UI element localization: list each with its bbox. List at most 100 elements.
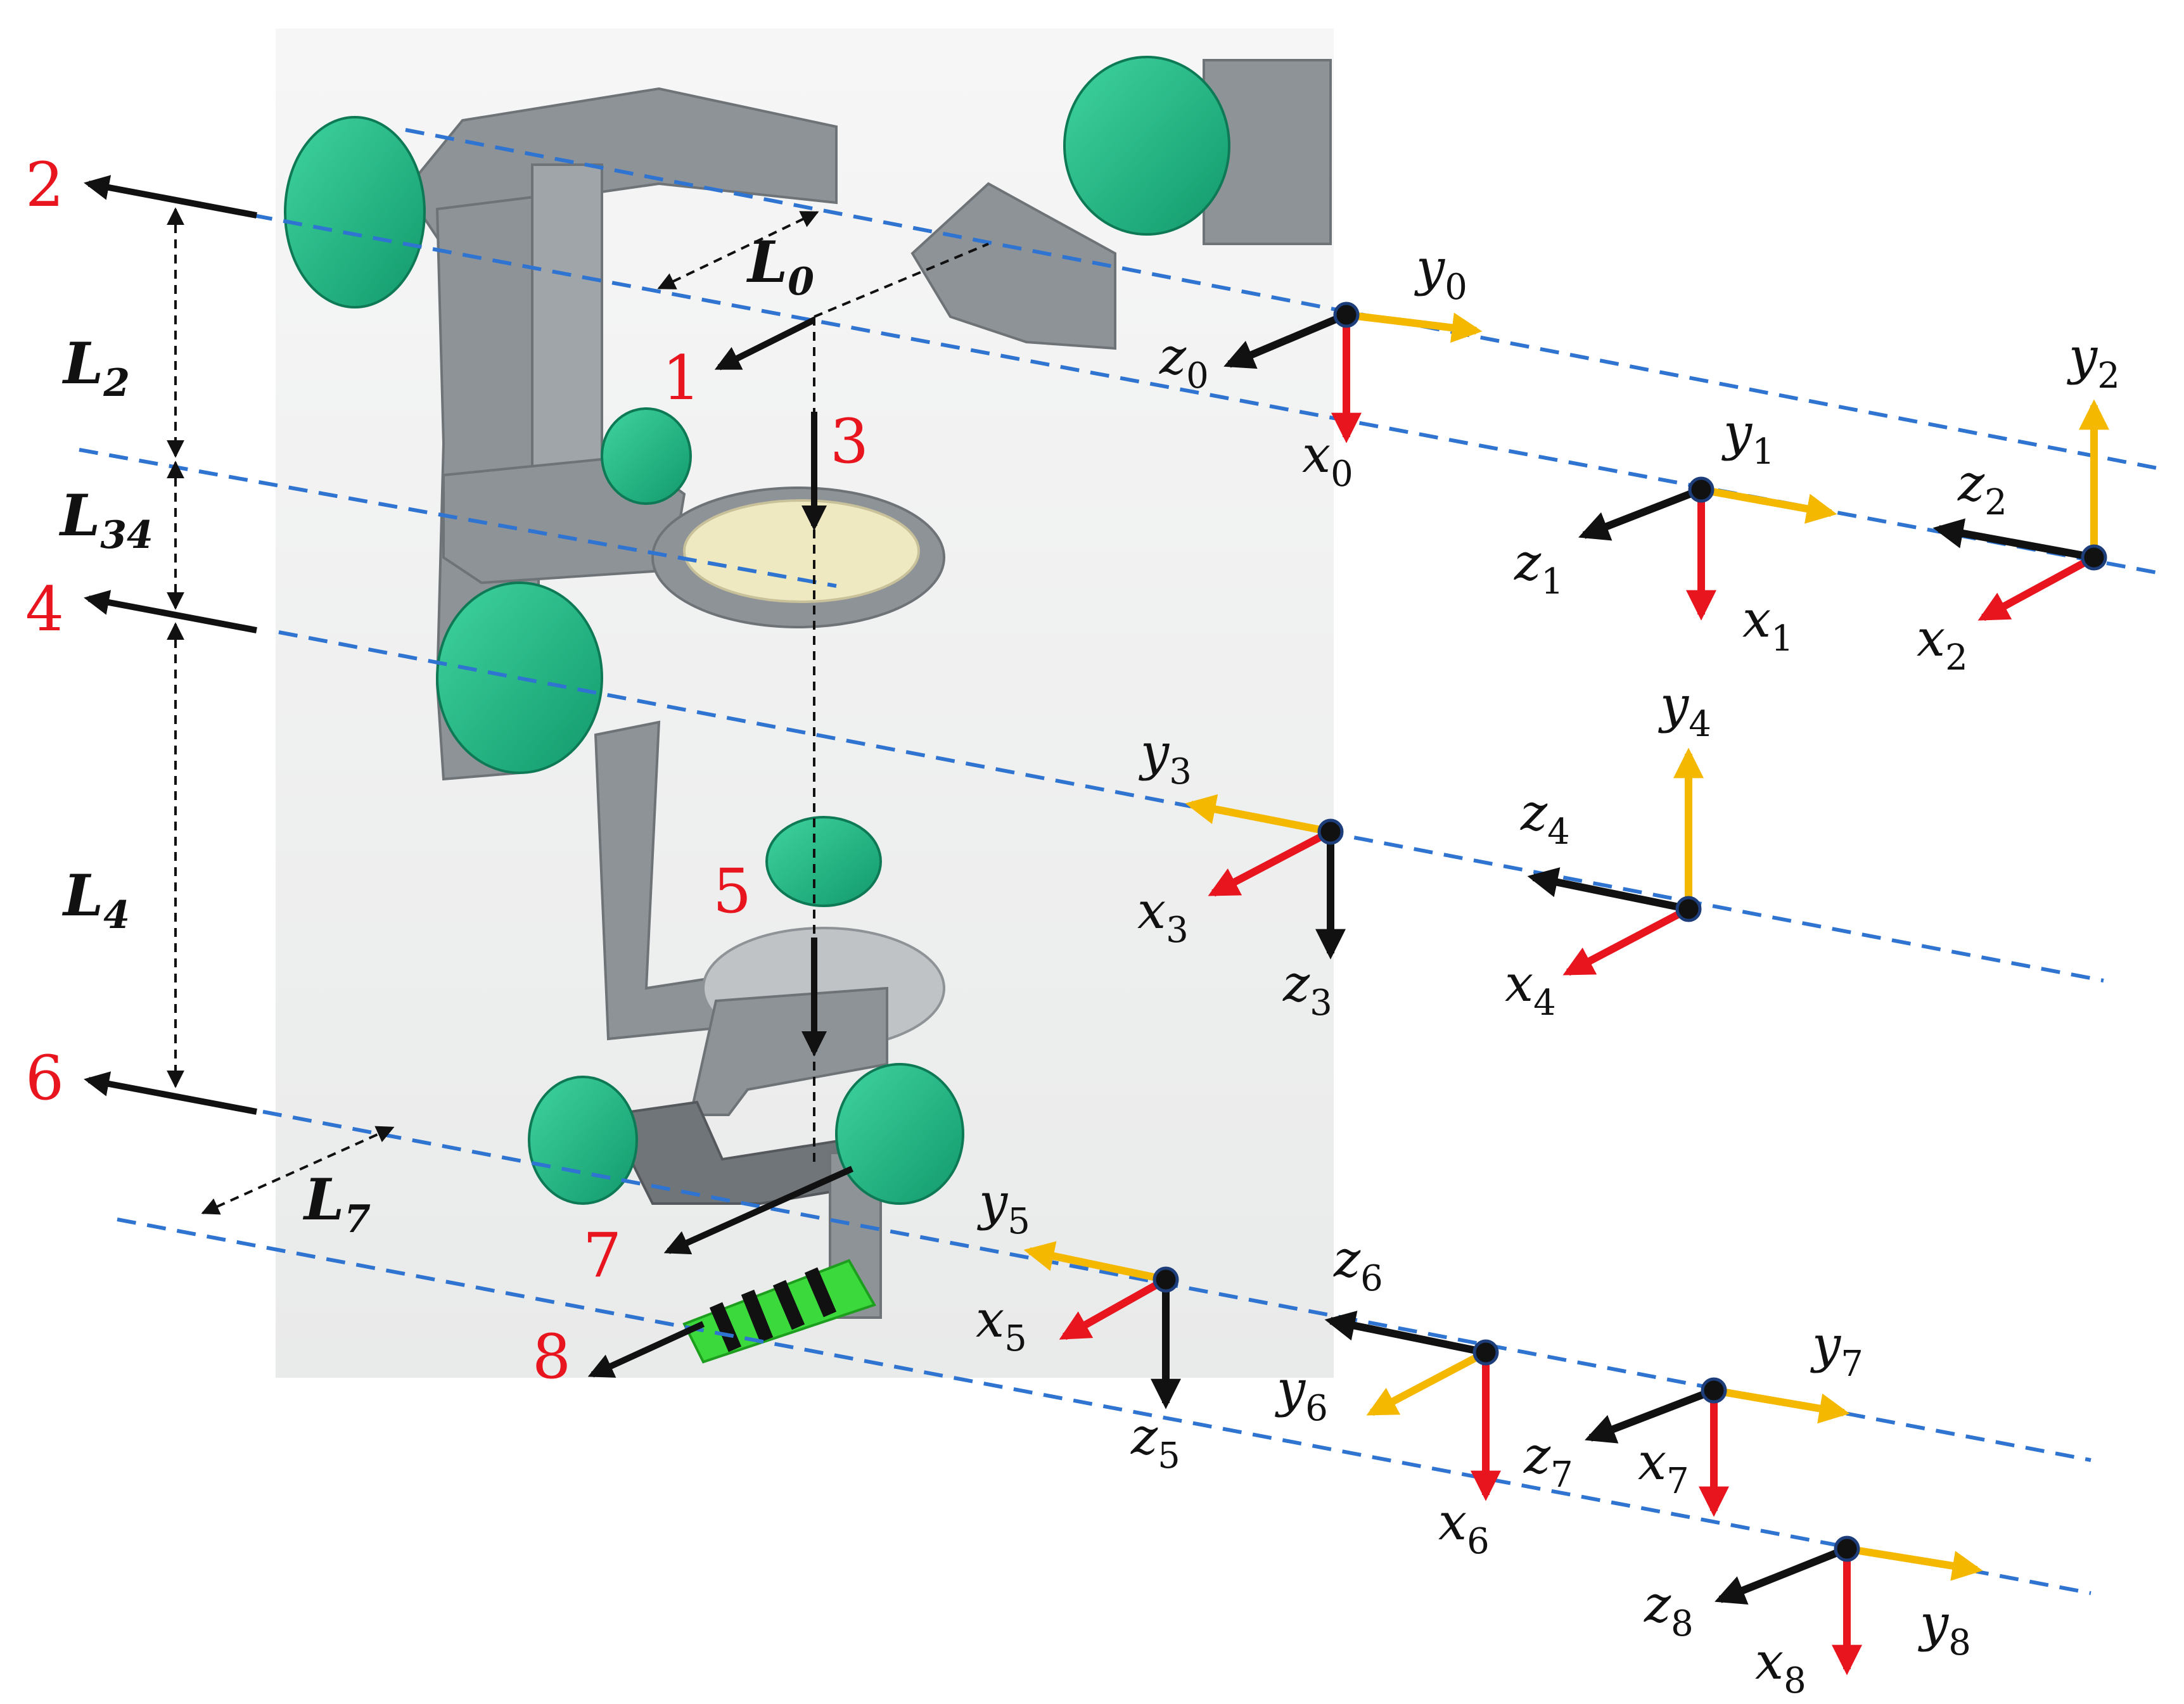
motor-joint-6 [528, 1076, 638, 1205]
frame-8-z-label: z8 [1644, 1575, 1694, 1644]
motor-joint-2 [284, 116, 426, 308]
frame-1-x-label: x1 [1742, 590, 1794, 659]
upper-arm-cuff-pad [683, 499, 920, 603]
frame-1: y1 z1 x1 [1514, 403, 1837, 659]
joint-number-2: 2 [25, 149, 64, 220]
dim-label-L34: L34 [58, 482, 153, 557]
joint-number-8: 8 [532, 1321, 571, 1392]
dim-L7-line [201, 1126, 395, 1215]
frame-2-x-label: x2 [1917, 609, 1968, 678]
dim-label-L4: L4 [61, 862, 130, 938]
joint-number-3: 3 [830, 406, 869, 477]
frame-7: y7 z7 x7 [1523, 1315, 1863, 1517]
frame-2-z-axis [1932, 518, 2095, 561]
grip-rings [709, 1267, 837, 1352]
frame-8-origin [1834, 1536, 1860, 1562]
joint-number-5: 5 [713, 856, 751, 927]
frame-0-z-axis [1223, 311, 1348, 369]
motor-joint-3 [601, 407, 692, 505]
frame-5-x-axis [1059, 1276, 1168, 1340]
frame-8-y-label: y8 [1918, 1594, 1971, 1663]
joint-number-1: 1 [662, 343, 701, 414]
frame-5-x-label: x5 [976, 1290, 1027, 1359]
frame-3-x-axis [1208, 828, 1332, 897]
frame-4-origin [1675, 896, 1702, 922]
frame-0-y-label: y0 [1414, 238, 1467, 308]
frame-0: y0 z0 x0 [1159, 238, 1483, 495]
frame-3-origin [1317, 818, 1344, 845]
frame-7-z-axis [1585, 1387, 1716, 1444]
frame-4-x-label: x4 [1505, 954, 1556, 1024]
frame-4-z-axis [1527, 867, 1690, 913]
dim-label-L0: L0 [746, 229, 814, 304]
joint-arrow-8 [587, 1321, 705, 1378]
joint-arrow-4 [84, 590, 257, 633]
frame-1-z-axis [1578, 486, 1703, 541]
joint-arrow-1 [714, 317, 816, 371]
frame-2: y2 z2 x2 [1917, 327, 2120, 678]
inner-column [531, 163, 603, 495]
frame-5-z-label: z5 [1130, 1407, 1180, 1477]
dim-label-L7: L7 [302, 1166, 371, 1242]
frame-2-origin [2081, 544, 2107, 571]
frame-4: y4 z4 x4 [1505, 675, 1711, 1024]
frame-5-y-axis [1023, 1241, 1167, 1283]
frame-5: y5 x5 z5 [976, 1173, 1181, 1477]
wrist-bracket [910, 182, 1116, 350]
frame-7-origin [1701, 1377, 1727, 1404]
frame-4-z-label: z4 [1520, 783, 1570, 853]
joint-number-7: 7 [583, 1220, 622, 1291]
frame-5-origin [1153, 1266, 1179, 1293]
frame-0-z-label: z0 [1159, 327, 1209, 397]
frame-3-x-label: x3 [1137, 881, 1189, 951]
joint-number-6: 6 [25, 1043, 64, 1114]
frame-2-z-label: z2 [1957, 454, 2007, 523]
joint-arrow-6 [84, 1071, 257, 1115]
frame-7-x-label: x7 [1638, 1432, 1689, 1502]
frame-6: z6 y6 x6 [1275, 1230, 1501, 1562]
motor-joint-7 [835, 1063, 964, 1205]
frame-6-y-axis [1366, 1349, 1488, 1416]
joint-arrows [84, 175, 854, 1378]
frame-7-y-axis [1713, 1387, 1850, 1424]
robot-render [276, 29, 1334, 1378]
frame-6-origin [1472, 1339, 1499, 1366]
frame-8: z8 y8 x8 [1644, 1536, 1983, 1701]
frame-5-y-label: y5 [977, 1173, 1030, 1242]
motor-joint-5 [765, 816, 882, 907]
frame-4-x-axis [1562, 905, 1690, 976]
joint-1-guide [814, 243, 989, 318]
frame-2-y-label: y2 [2067, 327, 2120, 397]
motor-joint-1 [1063, 56, 1230, 236]
joint-arrow-7 [663, 1166, 854, 1255]
coordinate-frames: y0 z0 x0 y1 z1 x1 y2 z2 x2 [976, 238, 2120, 1701]
frame-1-origin [1688, 476, 1715, 503]
frame-7-z-label: z7 [1523, 1426, 1573, 1496]
frame-6-y-label: y6 [1275, 1359, 1328, 1429]
frame-3: y3 x3 z3 [1137, 723, 1346, 1024]
frame-1-z-label: z1 [1514, 533, 1564, 602]
frame-0-origin [1333, 302, 1360, 328]
dim-label-L2: L2 [61, 330, 130, 405]
frame-3-z-label: z3 [1282, 954, 1332, 1024]
frame-6-z-axis [1324, 1311, 1487, 1356]
frame-1-y-label: y1 [1721, 403, 1775, 473]
frame-6-z-label: z6 [1333, 1230, 1383, 1299]
frame-8-y-axis [1846, 1545, 1983, 1581]
frame-1-y-axis [1700, 486, 1837, 524]
frame-4-y-label: y4 [1658, 675, 1711, 745]
axis-line-joint-2 [405, 128, 2161, 471]
joint-numbers: 1 2 3 4 5 6 7 8 [25, 149, 869, 1392]
frame-3-y-axis [1185, 794, 1332, 836]
axis-line-joint-8 [117, 1218, 2091, 1595]
axis-line-joint-3-4 [79, 448, 837, 588]
frame-6-x-label: x6 [1438, 1492, 1490, 1562]
axis-line-joint-1 [253, 213, 2161, 575]
frame-8-x-label: x8 [1755, 1632, 1806, 1701]
frame-2-x-axis [1977, 554, 2096, 621]
dimension-labels: L0 L2 L34 L4 L7 [58, 229, 814, 1242]
frame-8-z-axis [1715, 1545, 1849, 1605]
joint-number-4: 4 [25, 574, 64, 645]
frame-0-y-axis [1346, 311, 1483, 343]
